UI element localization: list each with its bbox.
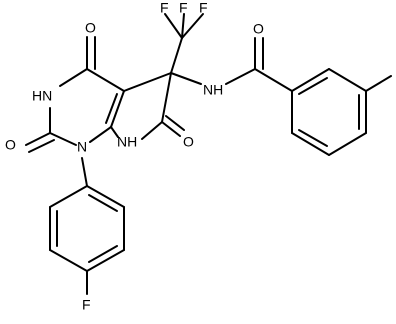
bond-tol1-inner xyxy=(298,77,328,95)
bond-c6-o xyxy=(161,121,181,137)
atom-n1: N xyxy=(77,139,87,155)
bond-c4-n3 xyxy=(59,68,88,87)
bond-co-aryl xyxy=(254,68,293,92)
bond-cf3-f-left xyxy=(164,13,183,39)
atom-o-lactam: O xyxy=(183,134,194,150)
bonds xyxy=(25,13,392,295)
bond-tol-methyl xyxy=(365,75,392,92)
bond-n1-c7a xyxy=(89,126,112,143)
bond-c6-o-double xyxy=(165,115,185,131)
atom-f-top-mid: F xyxy=(179,0,188,16)
bond-ar6 xyxy=(49,185,88,208)
bond-c2-o-double xyxy=(28,139,55,153)
bond-tol5 xyxy=(291,132,330,156)
atom-o-c2: O xyxy=(5,137,16,153)
atom-labels: F F F O O HN NH O N NH O F xyxy=(5,0,264,313)
bond-c6-nh xyxy=(141,121,163,140)
bond-tol4 xyxy=(328,132,367,156)
bond-cf3-f-right xyxy=(181,13,204,39)
atom-nh-lactam: NH xyxy=(117,134,137,150)
atom-f-top-left: F xyxy=(160,0,169,16)
atom-o-c4: O xyxy=(85,20,96,36)
bond-c5-c4a xyxy=(123,72,172,92)
atom-hn-pyrimidine: HN xyxy=(32,88,52,104)
bond-c4a-c4 xyxy=(86,68,125,92)
bond-tol1 xyxy=(291,68,330,92)
bond-c2-n1 xyxy=(49,132,77,146)
bond-c4a-c7a xyxy=(110,90,125,128)
bond-c2-o xyxy=(25,132,51,146)
bond-n1-aryl xyxy=(81,157,88,187)
atom-f-top-right: F xyxy=(199,0,208,16)
bond-c4a-c7a-double xyxy=(105,93,118,124)
bond-tol5-inner xyxy=(298,129,328,147)
bond-nh-c7a xyxy=(110,126,119,138)
bond-ar1 xyxy=(86,185,125,208)
bond-c5-nh xyxy=(170,72,202,85)
bond-ar4 xyxy=(49,249,88,272)
bond-ar3-inner xyxy=(88,245,118,263)
atom-o-amide: O xyxy=(253,21,264,37)
atom-nh-amide: NH xyxy=(203,82,223,98)
bond-cf3-f-mid xyxy=(181,13,185,39)
bond-ar1-inner xyxy=(88,194,118,212)
bond-tol2 xyxy=(328,68,367,92)
bond-c5-cf3 xyxy=(170,37,183,74)
bond-ar3 xyxy=(86,249,125,272)
atom-f-aryl: F xyxy=(82,297,91,313)
bond-c5-c6 xyxy=(161,72,172,123)
bond-nh-co xyxy=(225,68,256,85)
